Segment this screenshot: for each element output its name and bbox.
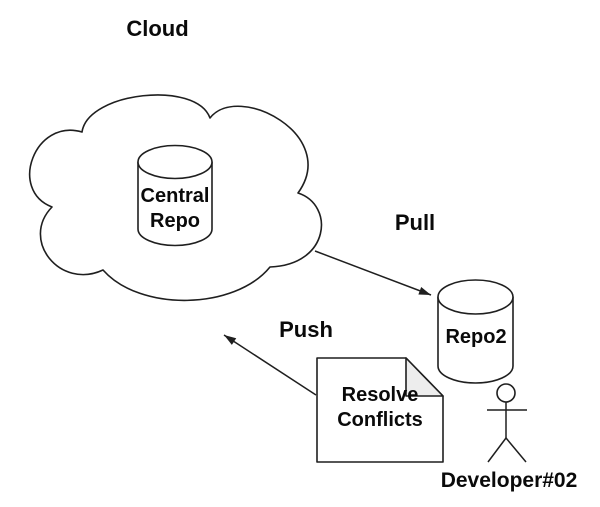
repo2-cylinder-top (437, 279, 514, 315)
repo2-label: Repo2 (445, 326, 507, 348)
repo2-cylinder (437, 279, 514, 384)
pull-arrow (314, 250, 432, 296)
push-label: Push (279, 317, 333, 342)
push-arrow (223, 334, 317, 396)
developer-label: Developer#02 (440, 469, 578, 492)
central-repo-cylinder-body (137, 161, 213, 247)
developer-stick-figure (487, 383, 527, 463)
stick-figure-head (496, 383, 516, 403)
central-repo-cylinder (137, 144, 213, 247)
resolve-conflicts-label: Resolve Conflicts (337, 384, 423, 431)
repo2-cylinder-body (437, 296, 514, 384)
central-repo-cylinder-top (137, 144, 213, 180)
stick-figure-legs (487, 436, 527, 463)
central-repo-label: Central Repo (140, 185, 210, 232)
resolve-conflicts-note (316, 357, 444, 463)
note-fold-corner (405, 357, 444, 397)
cloud-label: Cloud (126, 16, 189, 41)
pull-label: Pull (394, 210, 436, 235)
